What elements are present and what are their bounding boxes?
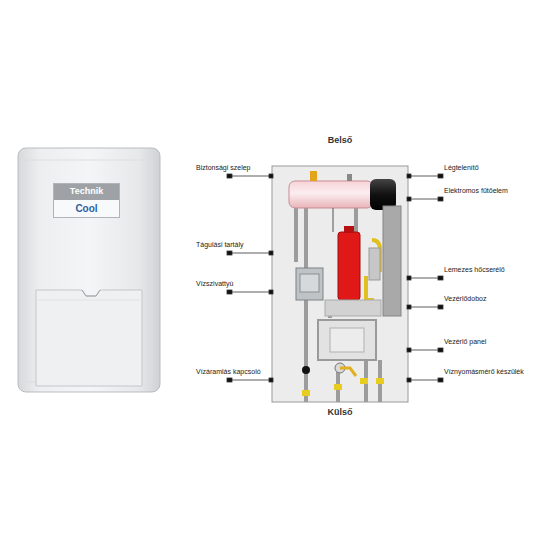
part-name: Vezérlődoboz <box>444 295 486 303</box>
part-name: Víznyomásmérő készülék <box>444 368 524 376</box>
part-name: Vízszivattyú <box>196 280 233 288</box>
inner-diagram <box>272 166 408 402</box>
cabinet <box>18 148 160 392</box>
part-name: Biztonsági szelep <box>196 164 250 172</box>
part-name: Légtelenítő <box>444 164 479 172</box>
brand-text: Cool <box>54 200 119 217</box>
brand-text: Technik <box>54 184 119 200</box>
leader-lines <box>227 174 443 382</box>
side-heading: Külső <box>327 408 352 418</box>
brand-badge: TechnikCool <box>53 183 120 218</box>
part-name: Tágulási tartály <box>196 241 243 249</box>
part-name: Elektromos fűtőelem <box>444 187 508 195</box>
part-name: Vezérlő panel <box>444 338 486 346</box>
part-name: Lemezes hőcserélő <box>444 266 505 274</box>
side-heading: Belső <box>328 136 353 146</box>
part-name: Vízáramlás kapcsoló <box>196 368 261 376</box>
